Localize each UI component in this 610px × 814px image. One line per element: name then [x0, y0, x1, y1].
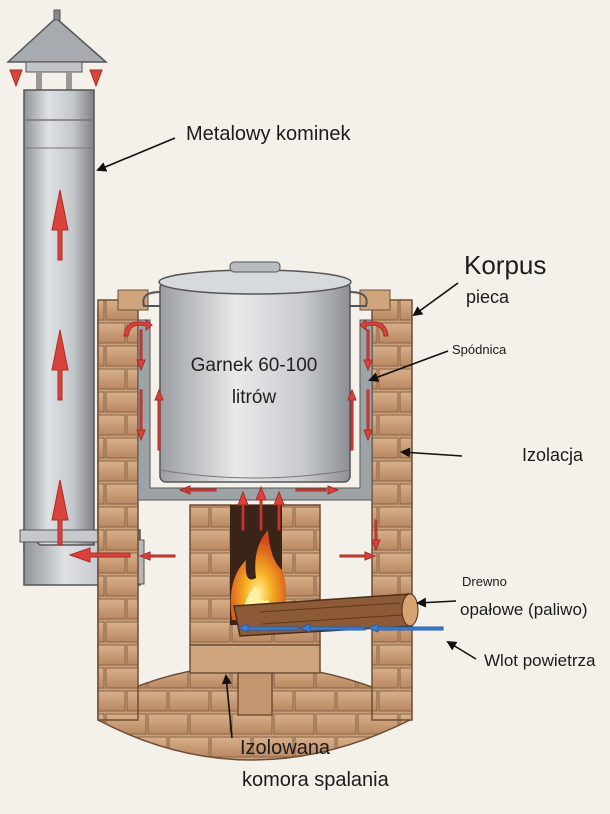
skirt-label: Spódnica	[452, 342, 507, 357]
cold-air-arrows	[236, 623, 444, 633]
body-label-line1: Korpus	[464, 250, 547, 280]
wood-label-line2: opałowe (paliwo)	[460, 600, 588, 619]
chamber-label-line1: Izolowana	[240, 737, 331, 759]
chamber-label-line2: komora spalania	[242, 769, 389, 791]
callout-lines	[96, 137, 477, 739]
body-label-line2: pieca	[466, 287, 510, 307]
air-inlet-label: Wlot powietrza	[484, 651, 596, 670]
pot-label-line1: Garnek 60-100	[190, 355, 318, 376]
pot-group	[142, 261, 368, 483]
stove-body-group	[97, 289, 419, 761]
hot-air-arrows	[9, 69, 389, 563]
chimney-label: Metalowy kominek	[186, 123, 351, 145]
wood-label-line1: Drewno	[462, 574, 507, 589]
pot-label-line2: litrów	[231, 387, 277, 408]
insulation-label: Izolacja	[522, 445, 584, 465]
